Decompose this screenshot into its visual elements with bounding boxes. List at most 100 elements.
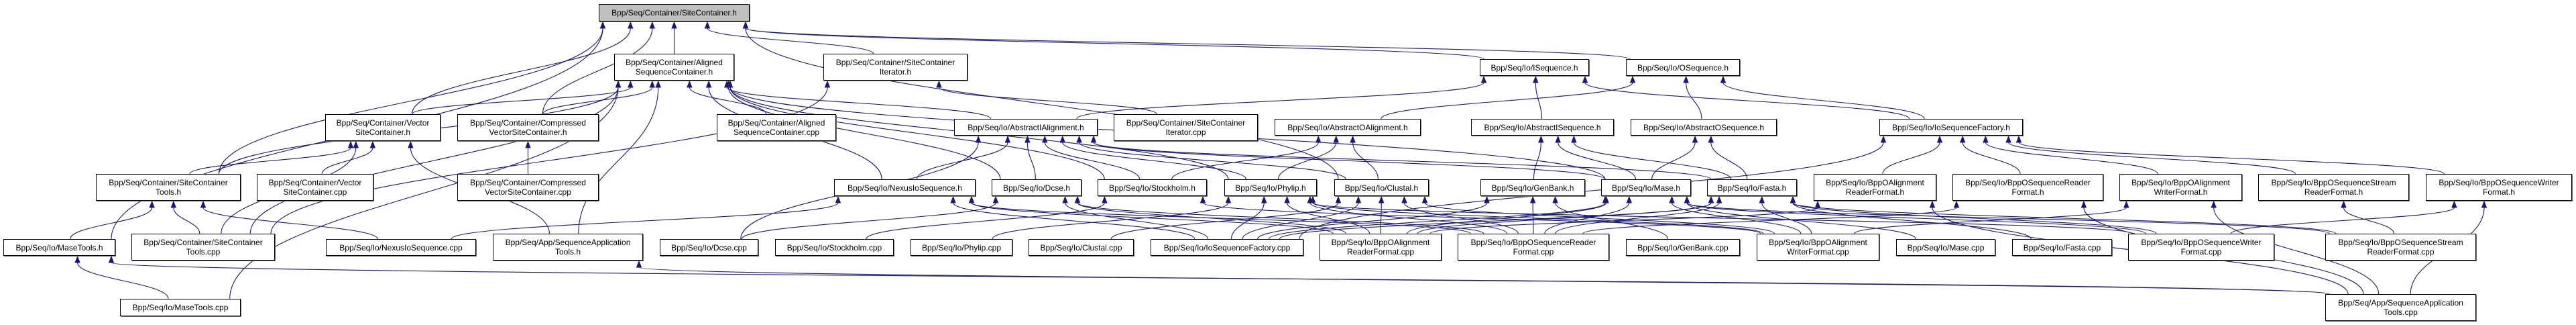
dependency-edge <box>173 207 200 234</box>
node-bpp-seq-io-stockholm-cpp[interactable]: Bpp/Seq/Io/Stockholm.cpp <box>775 239 894 256</box>
arrowhead-icon <box>1953 200 1960 208</box>
node-bpp-seq-io-genbank-cpp[interactable]: Bpp/Seq/Io/GenBank.cpp <box>1626 239 1740 256</box>
node-bpp-seq-io-phylip-h[interactable]: Bpp/Seq/Io/Phylip.h <box>1224 179 1317 196</box>
node-bpp-seq-io-nexusiosequence-cpp[interactable]: Bpp/Seq/Io/NexusIoSequence.cpp <box>326 239 476 256</box>
node-label: Bpp/Seq/Io/Stockholm.cpp <box>786 242 882 252</box>
arrowhead-icon <box>1555 135 1561 143</box>
dependency-edge <box>745 28 1339 180</box>
dependency-edge <box>1962 142 2021 175</box>
arrowhead-icon <box>1684 195 1690 203</box>
node-bpp-seq-io-isequence-h[interactable]: Bpp/Seq/Io/ISequence.h <box>1480 59 1589 76</box>
arrowhead-icon <box>950 195 956 203</box>
node-label: Bpp/Seq/Io/Dcse.h <box>1002 183 1071 193</box>
dependency-edge <box>1062 142 1247 180</box>
dependency-edge <box>1407 202 1607 234</box>
dependency-edge <box>1533 142 1541 180</box>
arrowhead-icon <box>74 255 80 263</box>
node-label: Bpp/Seq/Io/NexusIoSequence.cpp <box>339 242 463 252</box>
node-label: Bpp/Seq/Io/BppOSequenceWriter <box>2439 178 2559 187</box>
node-bpp-seq-io-clustal-h[interactable]: Bpp/Seq/Io/Clustal.h <box>1334 179 1429 196</box>
node-bpp-seq-io-iosequencefactory-h[interactable]: Bpp/Seq/Io/IoSequenceFactory.h <box>1879 119 2023 136</box>
arrowhead-icon <box>1571 135 1577 143</box>
node-label: SiteContainer.cpp <box>283 187 347 197</box>
arrowhead-icon <box>636 260 642 268</box>
node-bpp-seq-io-abstractisequence-h[interactable]: Bpp/Seq/Io/AbstractISequence.h <box>1471 119 1614 136</box>
node-bpp-seq-io-osequence-h[interactable]: Bpp/Seq/Io/OSequence.h <box>1626 59 1740 76</box>
dependency-edge <box>1417 202 1712 234</box>
node-label: Bpp/Seq/Io/Dcse.cpp <box>671 242 747 252</box>
dependency-edge <box>1710 142 1748 180</box>
arrowhead-icon <box>347 140 354 148</box>
node-bpp-seq-io-abstractosequence-h[interactable]: Bpp/Seq/Io/AbstractOSequence.h <box>1631 119 1777 136</box>
node-bpp-seq-io-dcse-cpp[interactable]: Bpp/Seq/Io/Dcse.cpp <box>660 239 758 256</box>
dependency-edge <box>1257 202 1488 240</box>
arrowhead-icon <box>1225 195 1232 203</box>
node-bpp-seq-io-clustal-cpp[interactable]: Bpp/Seq/Io/Clustal.cpp <box>1029 239 1134 256</box>
node-label: Bpp/Seq/Io/MaseTools.cpp <box>132 303 229 312</box>
arrowhead-icon <box>1421 195 1428 203</box>
dependency-edge <box>938 87 1157 115</box>
node-bpp-seq-io-mase-h[interactable]: Bpp/Seq/Io/Mase.h <box>1601 179 1691 196</box>
dependency-edge <box>1424 202 1775 234</box>
node-bpp-seq-io-abstractialignment-h[interactable]: Bpp/Seq/Io/AbstractIAlignment.h <box>954 119 1098 136</box>
node-label: Bpp/Seq/Io/Fasta.cpp <box>2023 242 2101 252</box>
dependency-edge <box>1573 142 1732 180</box>
node-bpp-seq-io-iosequencefactory-cpp[interactable]: Bpp/Seq/Io/IoSequenceFactory.cpp <box>1151 239 1303 256</box>
node-label: WriterFormat.cpp <box>1787 247 1849 257</box>
node-bpp-seq-io-nexusiosequence-h[interactable]: Bpp/Seq/Io/NexusIoSequence.h <box>834 179 976 196</box>
arrowhead-icon <box>525 140 531 148</box>
dependency-edge <box>249 87 619 234</box>
node-bpp-seq-io-fasta-cpp[interactable]: Bpp/Seq/Io/Fasta.cpp <box>2012 239 2112 256</box>
node-label: Bpp/Seq/Io/OSequence.h <box>1637 62 1729 73</box>
arrowhead-icon <box>671 21 677 29</box>
arrowhead-icon <box>1102 195 1108 203</box>
node-bpp-seq-io-phylip-cpp[interactable]: Bpp/Seq/Io/Phylip.cpp <box>911 239 1012 256</box>
arrowhead-icon <box>2015 135 2022 143</box>
dependency-edge <box>2343 207 2395 234</box>
node-bpp-seq-io-abstractoalignment-h[interactable]: Bpp/Seq/Io/AbstractOAlignment.h <box>1275 119 1421 136</box>
dependency-edge <box>1065 202 1209 240</box>
arrowhead-icon <box>108 255 115 263</box>
node-bpp-seq-io-mase-cpp[interactable]: Bpp/Seq/Io/Mase.cpp <box>1896 239 1995 256</box>
arrowhead-icon <box>1284 195 1290 203</box>
node-bpp-seq-io-dcse-h[interactable]: Bpp/Seq/Io/Dcse.h <box>992 179 1081 196</box>
node-label: Bpp/Seq/Io/BppOAlignment <box>2131 178 2230 187</box>
arrowhead-icon <box>742 21 749 29</box>
dependency-edge <box>728 87 1001 180</box>
node-bpp-seq-io-masetools-h[interactable]: Bpp/Seq/Io/MaseTools.h <box>3 239 115 256</box>
node-bpp-seq-io-stockholm-h[interactable]: Bpp/Seq/Io/Stockholm.h <box>1098 179 1207 196</box>
node-label: Tools.cpp <box>186 247 221 257</box>
node-label: Bpp/Seq/Io/BppOSequenceReader <box>1965 178 2091 187</box>
arrowhead-icon <box>2451 200 2457 208</box>
node-label: Bpp/Seq/Container/Vector <box>336 118 430 128</box>
arrowhead-icon <box>1309 195 1316 203</box>
node-bpp-seq-io-genbank-h[interactable]: Bpp/Seq/Io/GenBank.h <box>1480 179 1585 196</box>
node-bpp-seq-io-masetools-cpp[interactable]: Bpp/Seq/Io/MaseTools.cpp <box>120 299 241 316</box>
node-bpp-seq-io-fasta-h[interactable]: Bpp/Seq/Io/Fasta.h <box>1707 179 1797 196</box>
arrowhead-icon <box>1529 195 1536 203</box>
node-label: Bpp/Seq/Io/Phylip.cpp <box>921 242 1002 252</box>
